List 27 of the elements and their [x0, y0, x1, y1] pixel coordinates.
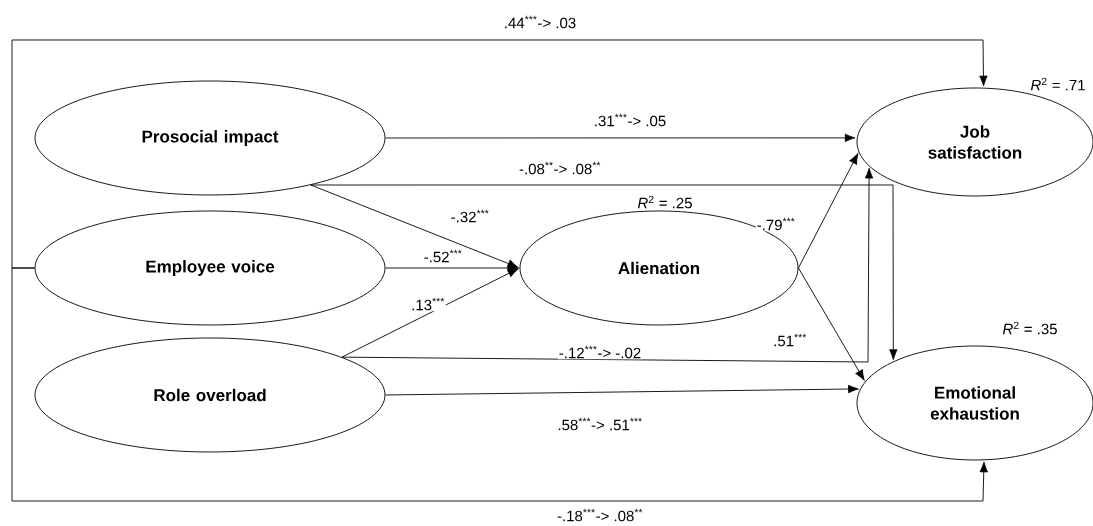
- edge-label: .44$^{***}$-> .03: [502, 14, 578, 30]
- arrow: [385, 133, 856, 143]
- arrow: [310, 184, 519, 268]
- arrow: [11, 39, 988, 269]
- arrow: [798, 153, 859, 269]
- edge-label: .13$^{***}$: [410, 296, 446, 312]
- edge-label: -.18$^{***}$-> .08$^{**}$: [556, 507, 645, 523]
- edge-label: -.32$^{***}$: [449, 208, 491, 224]
- arrow: [798, 267, 865, 381]
- arrow: [310, 184, 898, 360]
- arrow: [385, 263, 519, 273]
- arrow: [11, 267, 988, 502]
- arrow: [385, 384, 859, 396]
- edge-label: -.79$^{***}$: [755, 216, 797, 232]
- r-squared-label: R$^{2}$ = .35: [1002, 321, 1057, 335]
- edge-label: .58$^{***}$-> .51$^{***}$: [556, 416, 644, 432]
- edge-label: .51$^{***}$: [772, 332, 808, 348]
- arrow: [341, 167, 874, 363]
- edge-label: -.52$^{***}$: [422, 248, 464, 264]
- edge-label: -.12$^{***}$-> -.02: [557, 344, 643, 360]
- edge-label: .31$^{***}$-> .05: [592, 112, 668, 128]
- oval-node: Role overload: [34, 337, 386, 453]
- oval-node: Employee voice: [34, 210, 386, 326]
- r-squared-label: R$^{2}$ = .25: [637, 195, 692, 209]
- oval-node: Prosocial impact: [34, 80, 386, 196]
- edge-label: -.08$^{**}$-> .08$^{**}$: [518, 160, 602, 176]
- arrow: [341, 268, 519, 358]
